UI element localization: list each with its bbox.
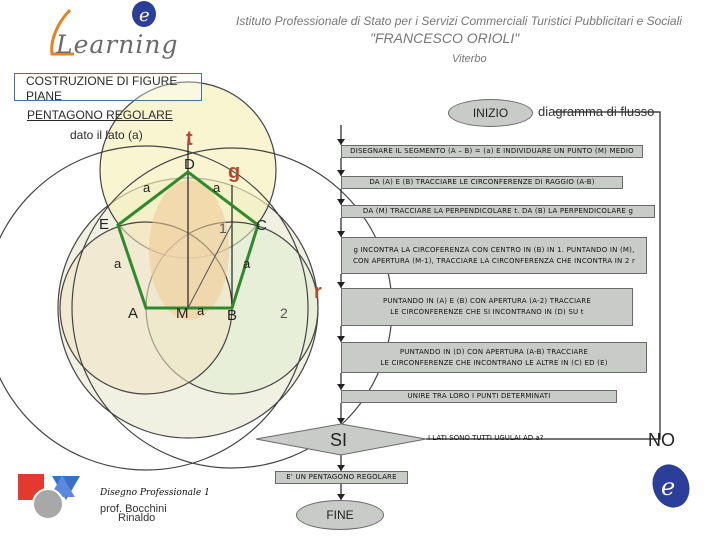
title-box [14, 73, 202, 101]
lens-overlap [149, 180, 229, 320]
label-g: g [228, 161, 241, 183]
decision-diamond [255, 423, 427, 456]
label-point-c: C [256, 217, 267, 234]
label-point-a: A [128, 305, 139, 322]
title-line-1: COSTRUZIONE DI FIGURE [26, 74, 178, 88]
flow-start: INIZIO [448, 99, 533, 127]
institute-name: Istituto Professionale di Stato per i Se… [236, 14, 682, 28]
no-loop [426, 111, 661, 440]
label-point-1: 1 [219, 220, 227, 236]
learning-logo: e [50, 1, 156, 56]
title-line-4: dato il lato (a) [70, 128, 143, 142]
footer-author-1: prof. Bocchini [100, 503, 167, 515]
label-side-a-lowleft: a [114, 256, 122, 271]
svg-text:e: e [661, 473, 675, 501]
flow-start-label: INIZIO [472, 106, 509, 120]
logo-e-badge [132, 1, 156, 27]
flow-caption: diagramma di flusso [538, 104, 655, 119]
flow-step-1: DISEGNARE IL SEGMENTO (A – B) = (a) E IN… [341, 145, 643, 158]
label-point-2: 2 [280, 305, 288, 321]
flow-step-7: UNIRE TRA LORO I PUNTI DETERMINATI [341, 390, 617, 403]
flow-step-5: PUNTANDO IN (A) E (B) CON APERTURA (A-2)… [341, 288, 633, 326]
label-r: r [314, 281, 322, 303]
footer-course-name: Disegno Professionale [100, 488, 202, 498]
circle-a-large [0, 145, 309, 471]
flow-step-3: DA (M) TRACCIARE LA PERPENDICOLARE t. DA… [341, 205, 655, 218]
flow-result: E' UN PENTAGONO REGOLARE [275, 471, 408, 484]
flow-end: FINE [296, 500, 384, 530]
label-t: t [186, 128, 193, 150]
institute-city: Viterbo [452, 53, 487, 65]
flow-step-6: PUNTANDO IN (D) CON APERTURA (A-B) TRACC… [341, 342, 647, 373]
label-side-a-bottom: a [197, 303, 205, 318]
pentagon [116, 170, 260, 310]
label-point-e: E [99, 216, 110, 233]
step-arrows [337, 139, 345, 500]
title-line-2: PIANE [26, 89, 63, 103]
label-point-d: D [184, 156, 195, 173]
institute-school: "FRANCESCO ORIOLI" [370, 30, 520, 46]
footer-course: Disegno Professionale 1 [100, 488, 210, 498]
footer-author-2: Rinaldo [118, 512, 156, 524]
line-m1 [187, 223, 233, 309]
footer-course-suffix: 1 [204, 488, 210, 498]
label-point-m: M [176, 305, 189, 322]
logo-text: Learning [56, 30, 179, 59]
flow-step-4: g INCONTRA LA CIRCOFERENZA CON CENTRO IN… [341, 237, 647, 274]
label-side-a-left: a [143, 180, 151, 195]
header: e Learning Istituto Professionale di Sta… [0, 0, 720, 74]
svg-text:e: e [139, 5, 150, 26]
footer-e-badge: e [652, 464, 690, 508]
flow-end-label: FINE [326, 508, 354, 522]
flow-no-label: NO [648, 430, 675, 450]
flow-yes-label: SI [330, 430, 348, 450]
label-side-a-right: a [213, 180, 221, 195]
footer-shapes-logo [18, 474, 80, 520]
flow-decision-text: I LATI SONO TUTTI UGULAI AD a? [428, 434, 544, 442]
label-side-a-lowright: a [243, 256, 251, 271]
title-line-3: PENTAGONO REGOLARE [27, 108, 173, 122]
flow-step-2: DA (A) E (B) TRACCIARE LE CIRCONFERENZE … [341, 176, 623, 189]
label-point-b: B [227, 307, 238, 324]
